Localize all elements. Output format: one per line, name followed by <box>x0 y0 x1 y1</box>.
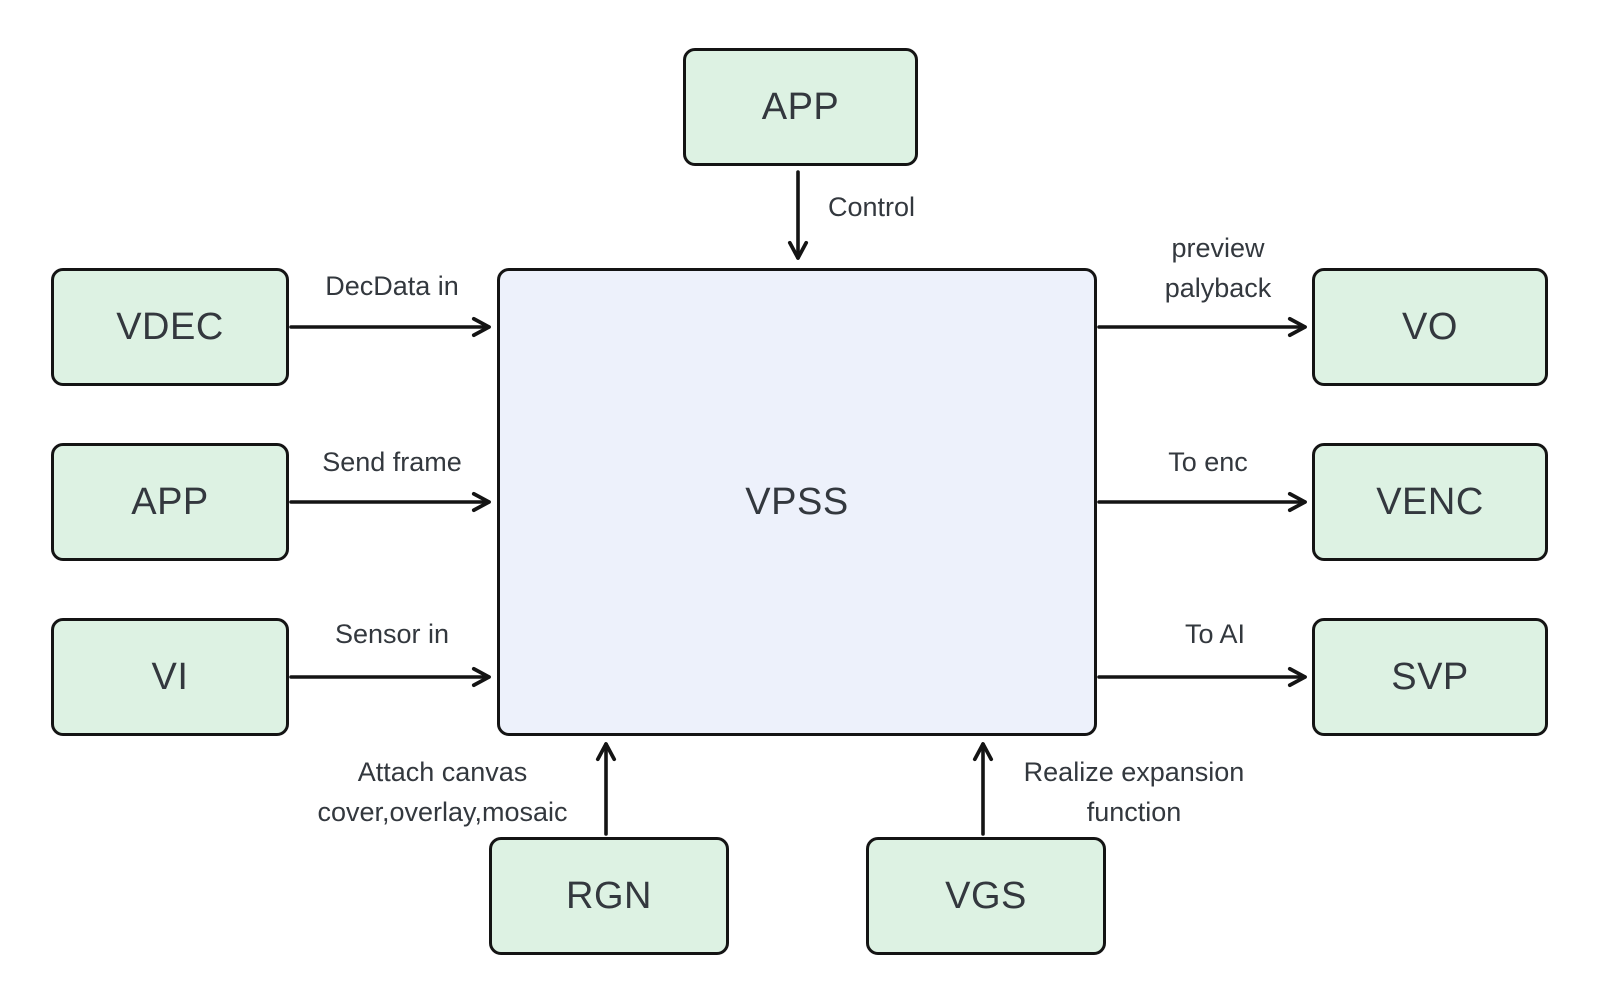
edge-label-sensor-in: Sensor in <box>334 619 450 649</box>
node-rgn-label: RGN <box>566 874 652 917</box>
edge-label-to-enc: To enc <box>1168 447 1248 477</box>
node-venc: VENC <box>1312 443 1548 561</box>
node-vpss-label: VPSS <box>745 480 849 523</box>
edge-label-preview-playback-line2: palyback <box>1164 273 1272 303</box>
node-vo: VO <box>1312 268 1548 386</box>
edge-label-realize-expansion-line2: function <box>1086 797 1182 827</box>
node-vi-label: VI <box>151 655 189 698</box>
edge-label-attach-canvas: Attach canvas cover,overlay,mosaic <box>300 752 585 832</box>
node-app-top-label: APP <box>761 85 840 128</box>
node-venc-label: VENC <box>1376 480 1484 523</box>
node-vgs-label: VGS <box>945 874 1027 917</box>
node-app-left: APP <box>51 443 289 561</box>
node-app-top: APP <box>683 48 918 166</box>
node-vi: VI <box>51 618 289 736</box>
node-app-left-label: APP <box>131 480 209 523</box>
node-vdec-label: VDEC <box>116 305 224 348</box>
node-svp: SVP <box>1312 618 1548 736</box>
edge-label-attach-canvas-line1: Attach canvas <box>357 757 528 787</box>
node-vdec: VDEC <box>51 268 289 386</box>
edge-label-decdata-in: DecData in <box>325 271 459 301</box>
edge-label-send-frame: Send frame <box>322 447 462 477</box>
edge-label-preview-playback: preview palyback <box>1113 228 1323 308</box>
edge-label-attach-canvas-line2: cover,overlay,mosaic <box>317 797 568 827</box>
node-svp-label: SVP <box>1391 655 1469 698</box>
node-vpss: VPSS <box>497 268 1097 736</box>
node-vo-label: VO <box>1402 305 1458 348</box>
edge-label-to-ai: To AI <box>1184 619 1246 649</box>
edge-label-control: Control <box>828 192 916 222</box>
edge-label-preview-playback-line1: preview <box>1171 233 1265 263</box>
node-rgn: RGN <box>489 837 729 955</box>
node-vgs: VGS <box>866 837 1106 955</box>
edge-label-realize-expansion: Realize expansion function <box>1000 752 1268 832</box>
edge-label-realize-expansion-line1: Realize expansion <box>1023 757 1245 787</box>
